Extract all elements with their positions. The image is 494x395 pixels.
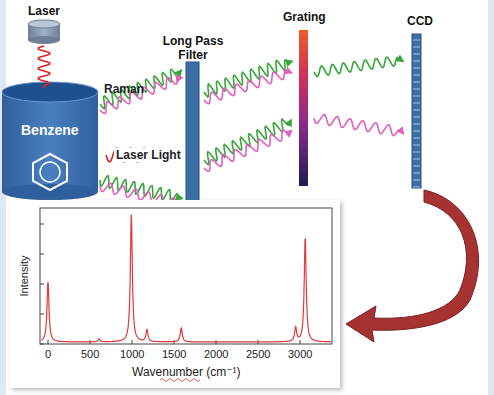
light-wave — [204, 119, 290, 165]
tick-label: 2500 — [246, 348, 270, 360]
component-label: Grating — [283, 10, 326, 24]
light-label: Laser Light — [114, 148, 183, 162]
component-label: CCD — [407, 14, 433, 28]
component-label: Laser — [28, 4, 60, 18]
axis-label: Wavenumber (cm⁻¹) — [132, 365, 241, 379]
light-wave — [38, 46, 49, 88]
component-node: Benzene — [2, 100, 98, 150]
tick-label: 1500 — [162, 348, 186, 360]
component-node: CCD — [400, 6, 440, 190]
light-wave — [204, 130, 290, 171]
component-label: Benzene — [21, 122, 79, 138]
tick-label: 500 — [81, 348, 99, 360]
light-wave — [314, 57, 401, 76]
tick-label: 3000 — [288, 348, 312, 360]
component-node: Laser — [20, 2, 68, 44]
light-label: Raman — [104, 82, 144, 96]
light-wave — [100, 78, 180, 114]
light-wave — [100, 69, 180, 109]
light-wave — [204, 71, 290, 104]
tick-label: 0 — [45, 348, 51, 360]
component-node: Grating — [276, 6, 332, 188]
axis-label: Intensity — [18, 256, 30, 297]
component-node: Long Pass Filter — [150, 34, 236, 206]
component-label: Long Pass Filter — [162, 34, 224, 62]
light-wave — [314, 115, 402, 136]
tick-label: 1000 — [120, 348, 144, 360]
tick-label: 2000 — [204, 348, 228, 360]
